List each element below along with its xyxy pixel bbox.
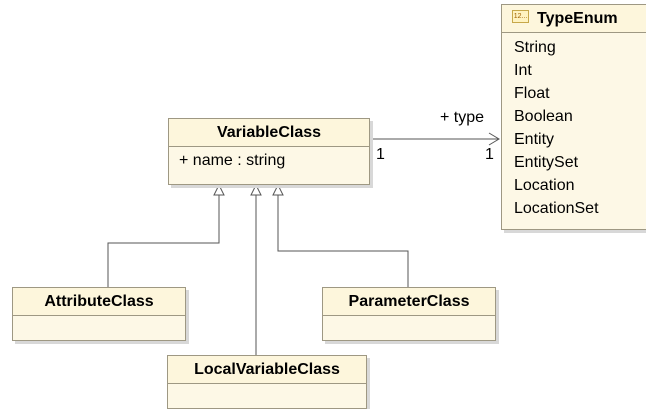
attribute-class-box[interactable]: AttributeClass bbox=[12, 287, 186, 341]
association-role-label: + type bbox=[440, 109, 485, 126]
variable-class-attributes: + name : string bbox=[169, 147, 369, 174]
target-multiplicity-label: 1 bbox=[485, 146, 494, 163]
enum-literal: String bbox=[514, 39, 556, 56]
enum-literal: LocationSet bbox=[514, 200, 599, 217]
enum-literal: Int bbox=[514, 62, 532, 79]
enum-literal: Location bbox=[514, 177, 575, 194]
source-multiplicity-label: 1 bbox=[376, 146, 385, 163]
generalization-localvariable-edge bbox=[250, 183, 262, 355]
association-type-edge bbox=[370, 132, 500, 146]
type-enum-box[interactable]: 12... TypeEnum String Int Float Boolean E… bbox=[501, 4, 646, 230]
type-enum-header: 12... TypeEnum bbox=[502, 5, 646, 33]
variable-class-box[interactable]: VariableClass + name : string bbox=[168, 118, 370, 185]
parameter-class-name: ParameterClass bbox=[323, 288, 495, 316]
type-enum-name: TypeEnum bbox=[537, 10, 618, 27]
enum-literal: EntitySet bbox=[514, 154, 579, 171]
variable-class-attribute: + name : string bbox=[179, 152, 286, 169]
parameter-class-box[interactable]: ParameterClass bbox=[322, 287, 496, 341]
generalization-attribute-edge bbox=[107, 183, 225, 287]
enum-literal: Entity bbox=[514, 131, 555, 148]
attribute-class-name: AttributeClass bbox=[13, 288, 185, 316]
enumeration-icon: 12... bbox=[512, 10, 529, 24]
type-enum-literals: String Int Float Boolean Entity EntitySe… bbox=[502, 33, 646, 220]
local-variable-class-name: LocalVariableClass bbox=[168, 356, 366, 384]
local-variable-class-box[interactable]: LocalVariableClass bbox=[167, 355, 367, 409]
enum-literal: Float bbox=[514, 85, 550, 102]
generalization-parameter-edge bbox=[272, 183, 409, 287]
variable-class-name: VariableClass bbox=[169, 119, 369, 147]
enum-literal: Boolean bbox=[514, 108, 573, 125]
